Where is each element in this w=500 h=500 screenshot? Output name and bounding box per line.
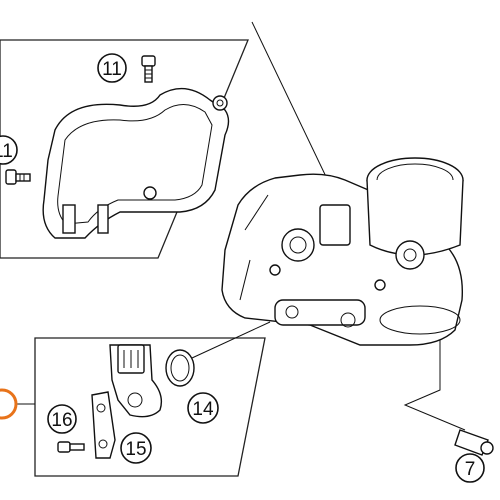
pin-part-7 (454, 429, 494, 456)
cover-subassembly-frame (0, 39, 249, 259)
callout-16-label: 16 (51, 410, 72, 431)
callout-15-label: 15 (125, 439, 146, 460)
screw-part-16 (57, 441, 85, 453)
throttle-body-part (221, 157, 464, 346)
callout-11-top[interactable]: 11 (97, 53, 127, 83)
cover-part (42, 87, 230, 239)
callout-7-label: 7 (465, 459, 476, 480)
callout-11-left-label: 11 (0, 141, 13, 162)
screw-part-11-left (5, 169, 31, 185)
leader-line-14 (191, 321, 271, 359)
sensor-part (109, 344, 163, 418)
callout-11-left[interactable]: 11 (0, 135, 18, 165)
callout-14-label: 14 (192, 399, 214, 420)
callout-14[interactable]: 14 (187, 392, 219, 424)
bracket-part-15 (91, 391, 116, 459)
screw-part-11-top (141, 55, 156, 83)
leader-line-top (251, 21, 331, 186)
callout-16[interactable]: 16 (47, 404, 77, 434)
callout-15[interactable]: 15 (120, 432, 152, 464)
sensor-subassembly-frame (34, 337, 266, 477)
o-ring-part-14 (165, 349, 195, 387)
leader-line-7 (403, 340, 466, 431)
highlighted-callout-circle[interactable] (0, 388, 18, 420)
callout-11-top-label: 11 (102, 59, 122, 80)
callout-7[interactable]: 7 (455, 453, 485, 483)
